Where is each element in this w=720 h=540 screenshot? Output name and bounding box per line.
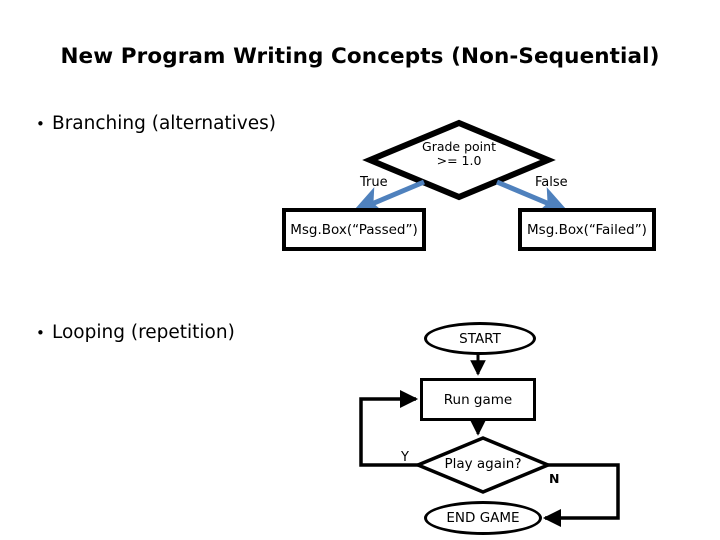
bullet-marker-icon: •: [36, 324, 45, 342]
edge-yes-loopback: [359, 389, 419, 467]
outcome-label-passed: Msg.Box(“Passed”): [290, 221, 418, 238]
bullet-marker-icon: •: [36, 115, 45, 133]
decision-label-line2: >= 1.0: [436, 153, 482, 169]
bullet-label-looping: Looping (repetition): [52, 322, 235, 343]
terminator-oval-start: START: [424, 322, 536, 355]
decision-label-grade-point: Grade point >= 1.0: [389, 139, 529, 169]
edge-label-false: False: [535, 175, 568, 190]
edge-label-true: True: [360, 175, 388, 190]
edge-label-yes: Y: [401, 450, 409, 465]
decision-label-play-again: Play again?: [444, 456, 522, 472]
outcome-box-failed: Msg.Box(“Failed”): [518, 208, 656, 251]
terminator-label-end-game: END GAME: [446, 510, 520, 526]
page-title: New Program Writing Concepts (Non-Sequen…: [60, 44, 660, 69]
process-box-run-game: Run game: [420, 378, 536, 421]
terminator-label-start: START: [459, 330, 501, 347]
outcome-box-passed: Msg.Box(“Passed”): [282, 208, 426, 251]
edge-label-no: N: [549, 471, 560, 486]
outcome-label-failed: Msg.Box(“Failed”): [527, 221, 647, 238]
decision-label-line1: Grade point: [422, 139, 496, 154]
process-label-run-game: Run game: [443, 391, 513, 408]
bullet-item-looping: • Looping (repetition): [36, 322, 235, 343]
terminator-oval-end-game: END GAME: [424, 501, 542, 535]
bullet-label-branching: Branching (alternatives): [52, 113, 276, 134]
bullet-item-branching: • Branching (alternatives): [36, 113, 276, 134]
